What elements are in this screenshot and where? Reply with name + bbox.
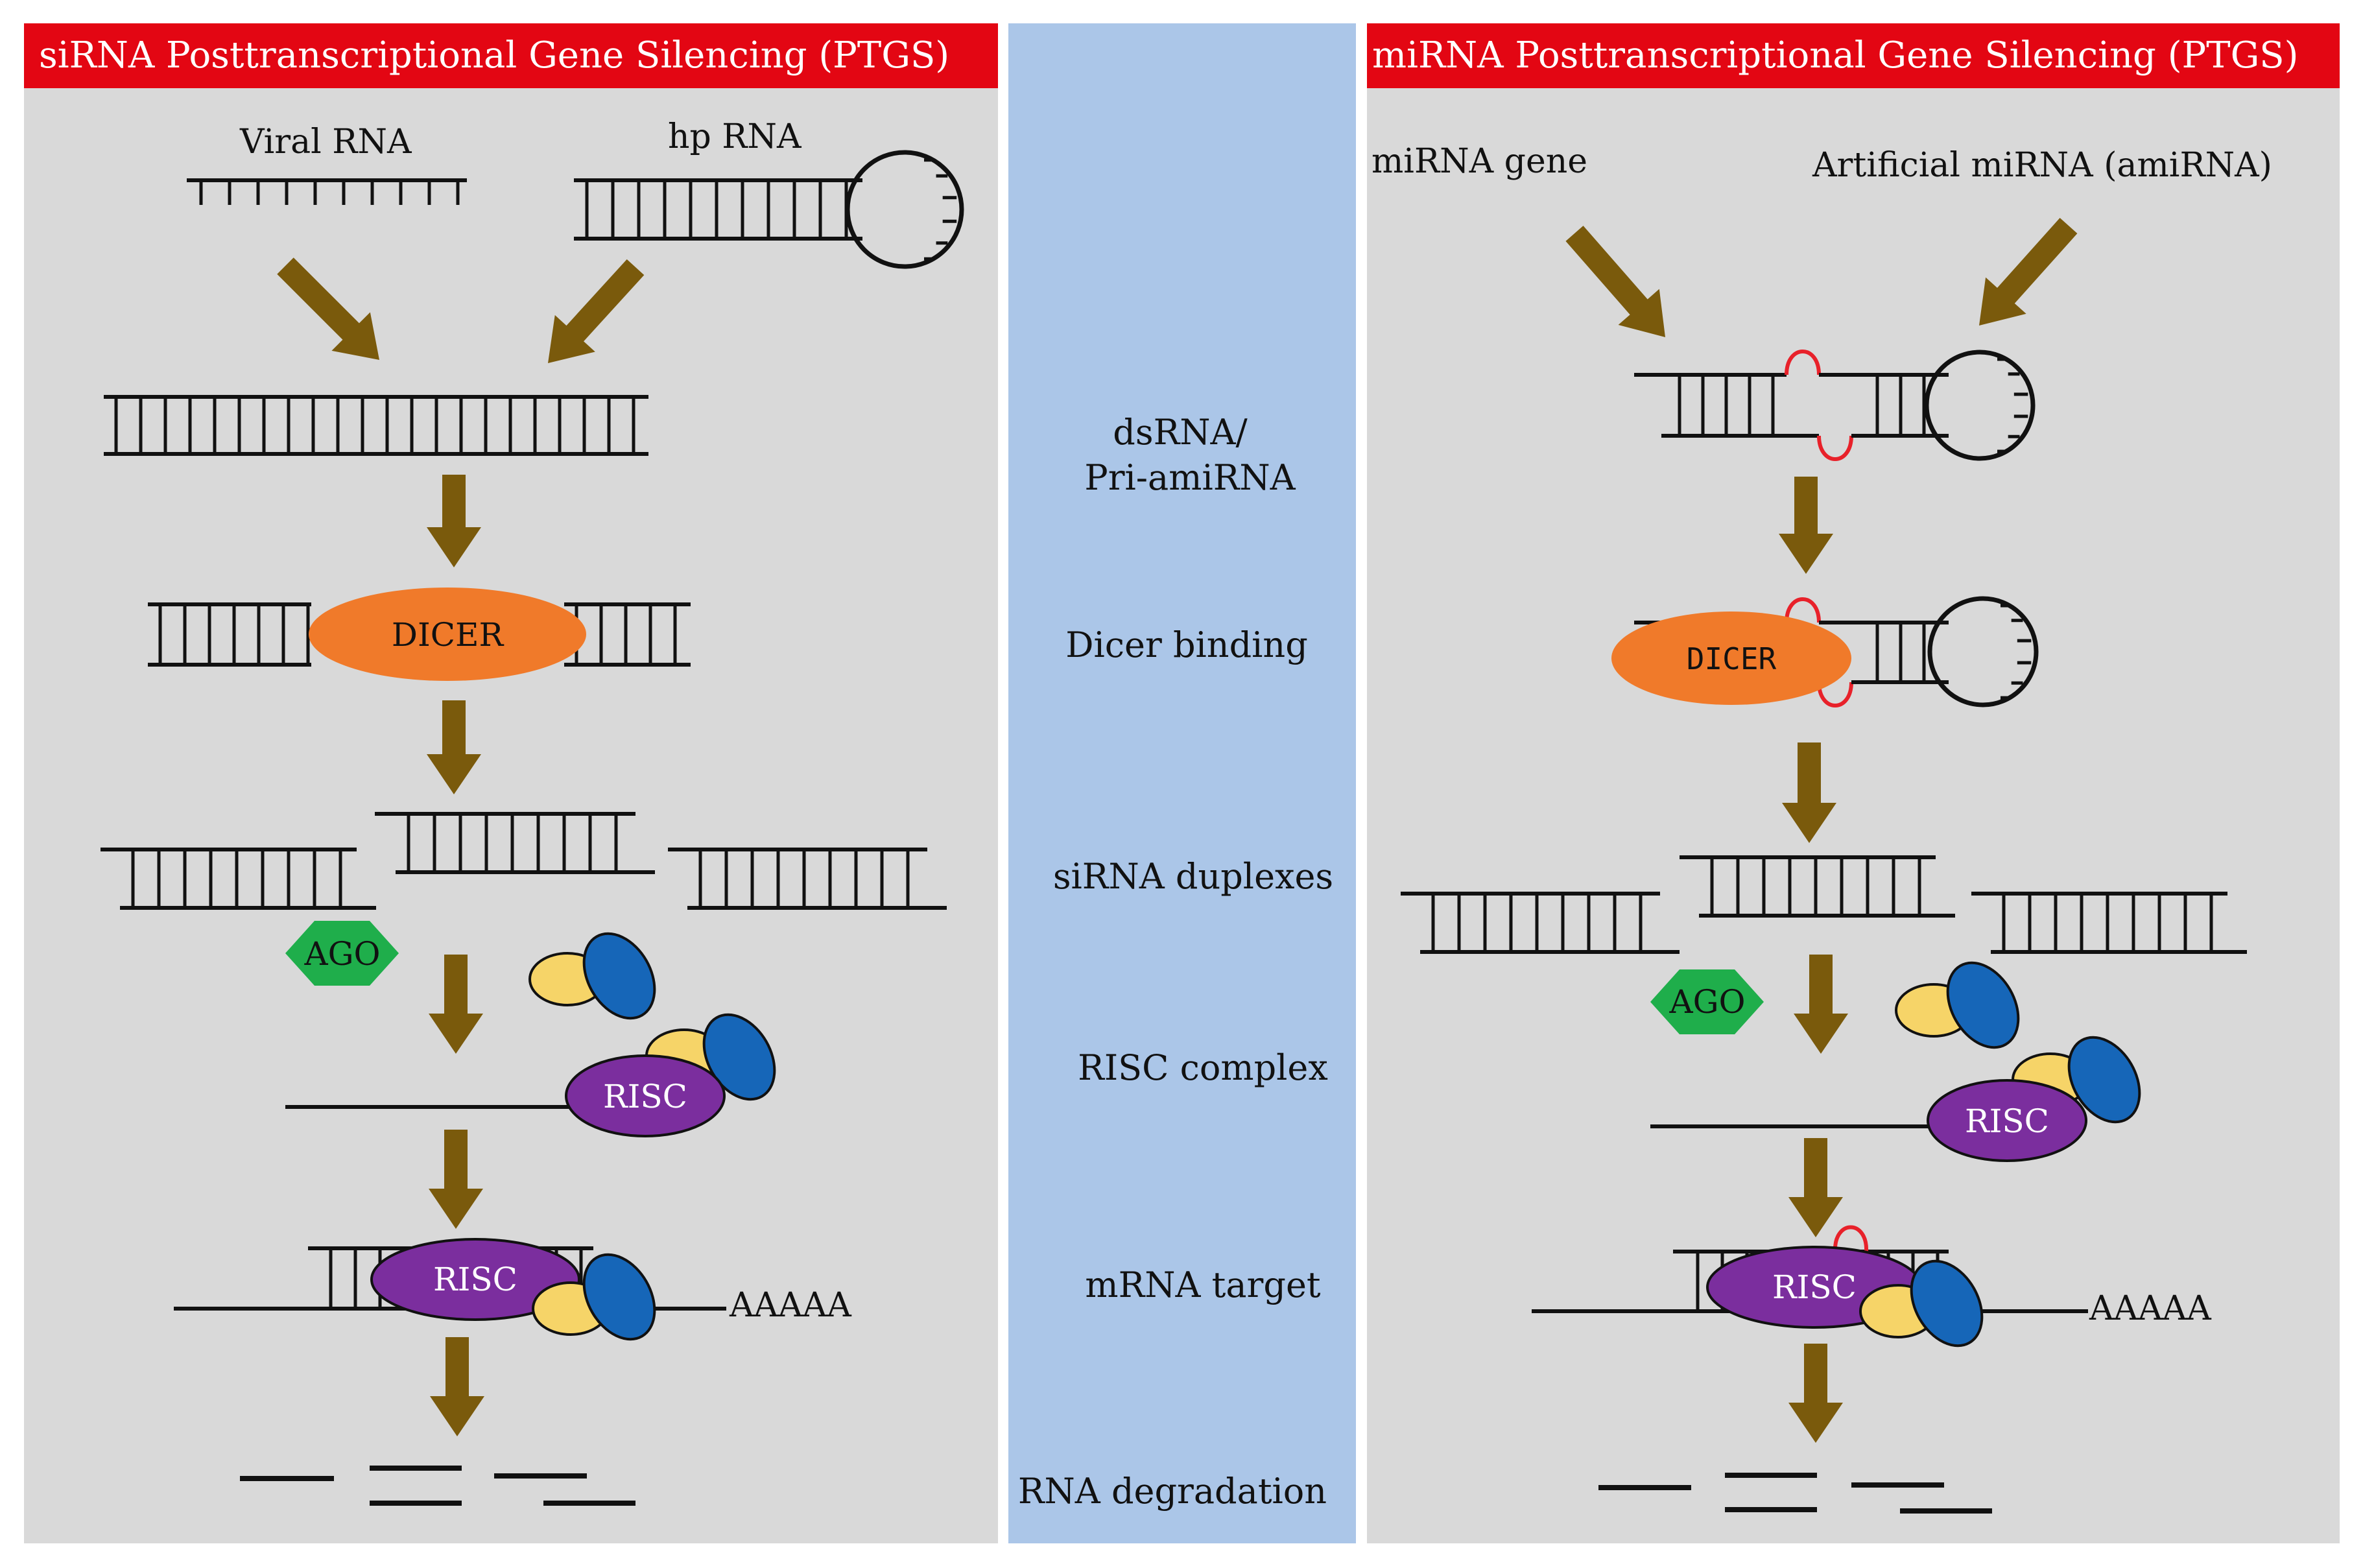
center-panel-bg bbox=[1008, 23, 1356, 1543]
right-dicer-bound-bulge-bottom bbox=[1817, 682, 1853, 707]
left-dicer-ellipse bbox=[309, 588, 586, 681]
amirna-label: Artificial miRNA (amiRNA) bbox=[1812, 146, 2272, 185]
left-risc-blue bbox=[702, 1013, 776, 1101]
left-risc-ellipse-2 bbox=[370, 1238, 580, 1321]
stage-risc-complex: RISC complex bbox=[1078, 1047, 1328, 1088]
right-panel-title: miRNA Posttranscriptional Gene Silencing… bbox=[1372, 34, 2299, 77]
left-target-blue bbox=[582, 1253, 656, 1341]
left-polya-label: AAAAA bbox=[729, 1286, 852, 1325]
left-panel-title: siRNA Posttranscriptional Gene Silencing… bbox=[39, 34, 949, 77]
left-arrow-to-risc bbox=[429, 955, 483, 1054]
right-arrow-to-duplexes bbox=[1782, 742, 1836, 843]
right-ago-label: AGO bbox=[1668, 983, 1745, 1021]
right-dicer-ellipse bbox=[1611, 612, 1851, 705]
stage-dsrna-line2: Pri-amiRNA bbox=[1084, 457, 1296, 498]
left-arrow-to-degradation bbox=[430, 1337, 484, 1436]
stage-dsrna-line1: dsRNA/ bbox=[1113, 412, 1248, 453]
stage-rna-degradation: RNA degradation bbox=[1018, 1471, 1327, 1512]
left-ago-label: AGO bbox=[303, 935, 380, 973]
right-dicer-bound-bulge-top bbox=[1785, 597, 1821, 623]
viral-rna-label: Viral RNA bbox=[239, 123, 412, 161]
left-risc-ellipse-1 bbox=[565, 1054, 726, 1137]
left-ago-hexagon bbox=[285, 921, 399, 986]
left-arrow-viral bbox=[277, 257, 379, 360]
right-pri-amirna-loop bbox=[1924, 350, 2036, 461]
right-risc-ellipse-1 bbox=[1927, 1079, 2087, 1162]
right-dicer-label: DICER bbox=[1687, 641, 1777, 676]
right-arrow-mirna bbox=[1565, 226, 1665, 337]
right-arrow-to-dicer bbox=[1779, 477, 1833, 574]
left-header-bar bbox=[24, 23, 998, 88]
right-arrow-to-target bbox=[1788, 1138, 1843, 1237]
left-risc-label-1: RISC bbox=[603, 1078, 687, 1115]
right-pri-amirna-bulge-top bbox=[1785, 350, 1821, 375]
right-target-bulge bbox=[1833, 1225, 1869, 1252]
mirna-gene-label: miRNA gene bbox=[1371, 142, 1587, 181]
left-arrow-hp bbox=[548, 259, 645, 363]
hp-rna-loop bbox=[845, 150, 964, 269]
left-arrow-to-duplexes bbox=[427, 700, 481, 794]
stage-mrna-target: mRNA target bbox=[1085, 1265, 1321, 1305]
hp-rna-label: hp RNA bbox=[668, 117, 802, 156]
left-dicer-label: DICER bbox=[392, 616, 505, 654]
right-target-blue bbox=[1910, 1259, 1984, 1348]
stage-dicer-binding: Dicer binding bbox=[1065, 624, 1308, 665]
right-pri-amirna-bulge-bottom bbox=[1817, 435, 1853, 461]
right-risc-label-2: RISC bbox=[1772, 1268, 1857, 1306]
generated-shapes: DICER RISC DICER RISC RISC RISC AGO AGO bbox=[101, 150, 2247, 1443]
right-arrow-to-degradation bbox=[1788, 1344, 1843, 1443]
right-arrow-amirna bbox=[1979, 217, 2078, 326]
right-ago-hexagon bbox=[1650, 969, 1764, 1034]
right-free-blue-protein bbox=[1946, 961, 2020, 1049]
stage-sirna-duplexes: siRNA duplexes bbox=[1053, 856, 1333, 897]
right-header-bar bbox=[1367, 23, 2340, 88]
left-free-blue-protein bbox=[582, 932, 656, 1020]
left-arrow-to-dicer bbox=[427, 475, 481, 567]
left-arrow-to-target bbox=[429, 1130, 483, 1229]
right-dicer-bound-loop bbox=[1927, 596, 2039, 707]
left-risc-label-2: RISC bbox=[433, 1261, 517, 1298]
right-risc-label-1: RISC bbox=[1965, 1102, 2049, 1140]
right-risc-blue bbox=[2067, 1036, 2141, 1124]
right-arrow-to-risc bbox=[1794, 955, 1848, 1054]
right-polya-label: AAAAA bbox=[2089, 1289, 2212, 1328]
